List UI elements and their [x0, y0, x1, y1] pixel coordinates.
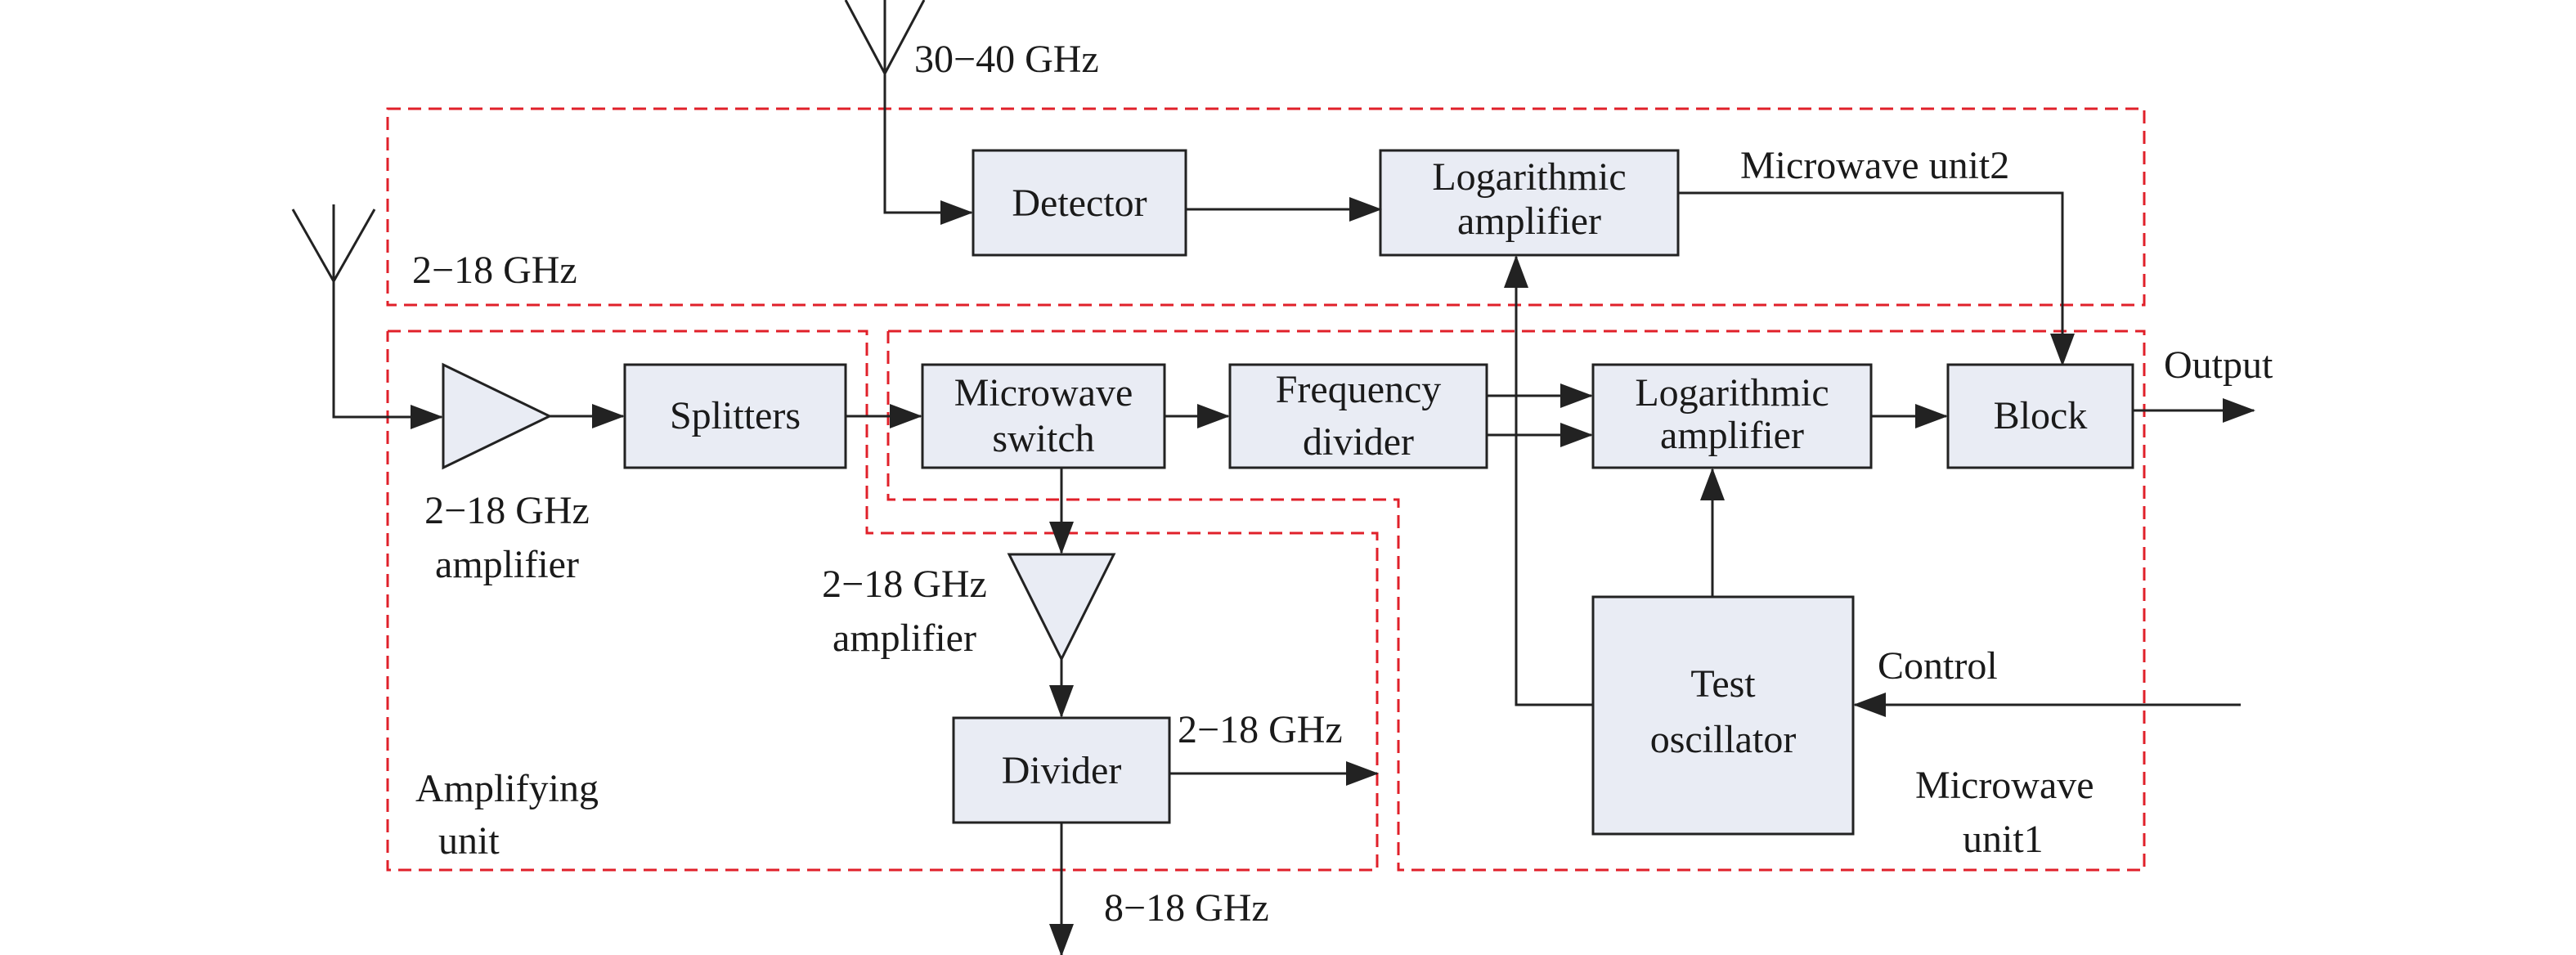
- test-oscillator-label-2: oscillator: [1650, 718, 1797, 761]
- amp1-label-1: 2−18 GHz: [424, 489, 590, 532]
- amplifier-1-icon: [442, 362, 553, 470]
- detector-label: Detector: [1012, 182, 1147, 225]
- wire-logamp-top-to-block: [1678, 191, 2075, 366]
- frequency-divider-label-1: Frequency: [1276, 368, 1442, 411]
- microwave-switch-label-2: switch: [992, 417, 1094, 460]
- frequency-divider-block: [1228, 363, 1488, 469]
- block-label: Block: [1994, 394, 2088, 437]
- microwave-unit2-label: Microwave unit2: [1740, 144, 2009, 187]
- microwave-unit1-boundary: [886, 330, 2146, 872]
- frequency-divider-label-2: divider: [1303, 420, 1414, 464]
- microwave-unit2-boundary: [386, 107, 2146, 307]
- log-amp-top-label-2: amplifier: [1457, 200, 1601, 243]
- detector-block: [972, 149, 1187, 257]
- divider-out-8-18-label: 8−18 GHz: [1104, 886, 1269, 930]
- wire-antenna-to-amp1: [332, 281, 443, 429]
- microwave-unit1-label-2: unit1: [1963, 818, 2044, 861]
- antenna-top-icon: [844, 0, 926, 74]
- wire-antenna-to-detector: [883, 74, 973, 225]
- amplifying-unit-boundary: [386, 330, 1379, 872]
- divider-label: Divider: [1002, 749, 1122, 792]
- log-amp-mid-block: [1591, 363, 1873, 469]
- test-oscillator-block: [1591, 595, 1855, 836]
- wire-oscillator-to-logamp-top: [1504, 255, 1593, 706]
- amplifying-unit-label-1: Amplifying: [415, 767, 599, 810]
- amp2-label-2: amplifier: [832, 616, 976, 660]
- control-label: Control: [1878, 644, 1998, 688]
- amp2-label-1: 2−18 GHz: [822, 563, 987, 606]
- microwave-unit1-label-1: Microwave: [1915, 764, 2094, 807]
- test-oscillator-label-1: Test: [1690, 662, 1756, 706]
- antenna-top-label: 30−40 GHz: [914, 38, 1099, 81]
- divider-out-2-18-label: 2−18 GHz: [1178, 708, 1343, 751]
- microwave-switch-label-1: Microwave: [954, 371, 1133, 415]
- band-2-18-label: 2−18 GHz: [412, 249, 577, 292]
- amp1-label-2: amplifier: [435, 543, 579, 586]
- antenna-left-icon: [291, 204, 376, 282]
- log-amp-mid-label-2: amplifier: [1660, 414, 1804, 457]
- output-label: Output: [2164, 343, 2273, 387]
- splitters-label: Splitters: [670, 394, 801, 437]
- block-block: [1946, 363, 2134, 469]
- log-amp-top-label-1: Logarithmic: [1432, 155, 1626, 199]
- log-amp-mid-label-1: Logarithmic: [1635, 371, 1829, 415]
- microwave-switch-block: [921, 363, 1166, 469]
- amplifying-unit-label-2: unit: [438, 819, 500, 863]
- amplifier-2-icon: [1007, 553, 1116, 662]
